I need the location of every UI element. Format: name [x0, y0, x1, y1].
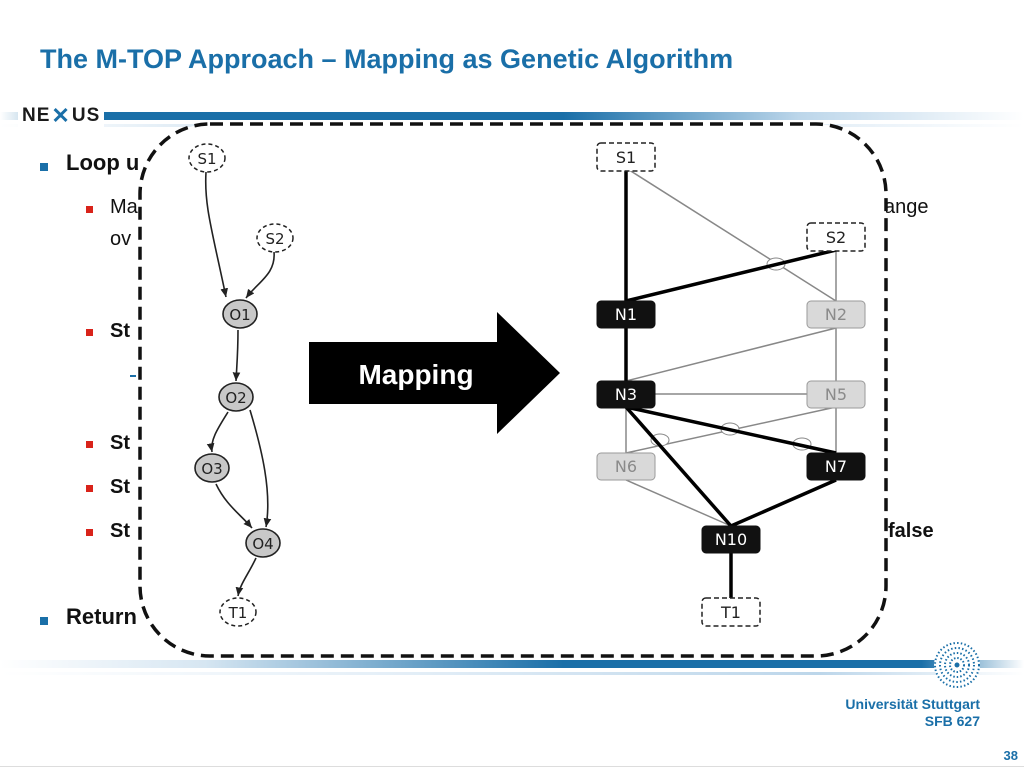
sub-bullet-text: St	[110, 320, 130, 342]
net-node-s2: S2	[806, 222, 866, 252]
network-link	[625, 327, 837, 382]
operator-edge	[235, 557, 257, 597]
op-node-o2: O2	[218, 382, 254, 412]
bullet-square-icon	[40, 163, 48, 171]
net-node-label: N1	[615, 305, 637, 324]
op-node-label: T1	[228, 604, 248, 622]
active-link	[625, 405, 837, 455]
operator-edge	[249, 409, 272, 528]
net-node-label: T1	[720, 603, 741, 622]
sfb-label: SFB 627	[924, 713, 980, 729]
net-node-label: N6	[615, 457, 637, 476]
op-node-label: O3	[201, 460, 222, 478]
net-node-n5: N5	[806, 380, 866, 409]
net-node-n2: N2	[806, 300, 866, 329]
sub-bullet-text: ange	[884, 196, 929, 218]
bullet-return: Return	[66, 604, 137, 629]
page-number: 38	[1003, 748, 1018, 763]
op-node-t1: T1	[219, 597, 257, 627]
net-node-label: S1	[616, 148, 636, 167]
sub-bullet-continuation: ov	[110, 228, 132, 250]
active-link	[625, 248, 837, 303]
network-graph: S1 S2 N1 N2 N3 N5 N6 N7	[596, 142, 866, 627]
operator-edge	[245, 251, 275, 299]
net-node-n1: N1	[596, 300, 656, 329]
net-node-n6: N6	[596, 452, 656, 481]
arrow-right-icon	[309, 312, 560, 434]
net-node-label: N3	[615, 385, 637, 404]
net-node-t1: T1	[701, 597, 761, 627]
sub-bullet-text: St	[110, 432, 130, 454]
net-node-n10: N10	[701, 525, 761, 554]
active-link	[624, 405, 733, 528]
university-name: Universität Stuttgart	[845, 696, 980, 712]
operator-graph: S1 S2 O1 O2 O3 O4 T1	[188, 143, 294, 627]
net-node-n3: N3	[596, 380, 656, 409]
op-node-o1: O1	[222, 299, 258, 329]
logo-text-left: NE	[22, 105, 51, 126]
sub-bullet-text: St	[110, 476, 130, 498]
net-node-label: S2	[826, 228, 846, 247]
mapping-arrow: Mapping	[309, 312, 560, 434]
operator-edge	[215, 483, 253, 529]
arrow-label: Mapping	[358, 359, 473, 390]
operator-edge	[206, 411, 229, 453]
sub-bullet-text: Ma	[110, 196, 138, 218]
header-bar	[0, 112, 1024, 120]
net-node-label: N7	[825, 457, 847, 476]
sub-sub-bullet-dash-icon	[130, 375, 136, 377]
operator-edge	[232, 329, 241, 382]
op-node-o4: O4	[245, 528, 281, 558]
net-node-s1: S1	[596, 142, 656, 172]
op-node-o3: O3	[194, 453, 230, 483]
net-node-label: N10	[715, 530, 747, 549]
bullet-square-icon	[86, 206, 93, 213]
op-node-s2: S2	[256, 223, 294, 253]
op-node-label: S2	[265, 230, 284, 248]
bottom-rule	[0, 766, 1024, 767]
bullet-square-icon	[86, 485, 93, 492]
slide-title: The M-TOP Approach – Mapping as Genetic …	[40, 44, 734, 74]
op-node-label: O2	[225, 389, 246, 407]
footer-bar	[0, 660, 1024, 668]
net-node-label: N5	[825, 385, 847, 404]
op-node-label: O1	[229, 306, 250, 324]
bullet-square-icon	[86, 329, 93, 336]
op-node-s1: S1	[188, 143, 226, 173]
op-node-label: S1	[197, 150, 216, 168]
operator-edge	[204, 171, 228, 298]
bullet-square-icon	[86, 529, 93, 536]
sub-bullet-text: St	[110, 520, 130, 542]
bullet-square-icon	[86, 441, 93, 448]
university-seal-icon	[934, 642, 980, 688]
sub-bullet-text: false	[888, 520, 934, 542]
nexus-logo: NE ✕ US	[18, 103, 105, 128]
operator-edges	[204, 171, 275, 597]
network-link	[625, 167, 837, 302]
op-node-label: O4	[252, 535, 273, 553]
network-active-paths	[624, 168, 837, 598]
bullet-loop: Loop u	[66, 150, 140, 175]
net-node-n7: N7	[806, 452, 866, 481]
logo-x-icon: ✕	[51, 103, 71, 128]
logo-text-right: US	[71, 105, 101, 126]
bullet-square-icon	[40, 617, 48, 625]
network-link	[625, 479, 732, 527]
net-node-label: N2	[825, 305, 847, 324]
active-link	[730, 478, 837, 528]
footer-bar-thin	[0, 672, 1024, 675]
network-links	[625, 167, 837, 527]
